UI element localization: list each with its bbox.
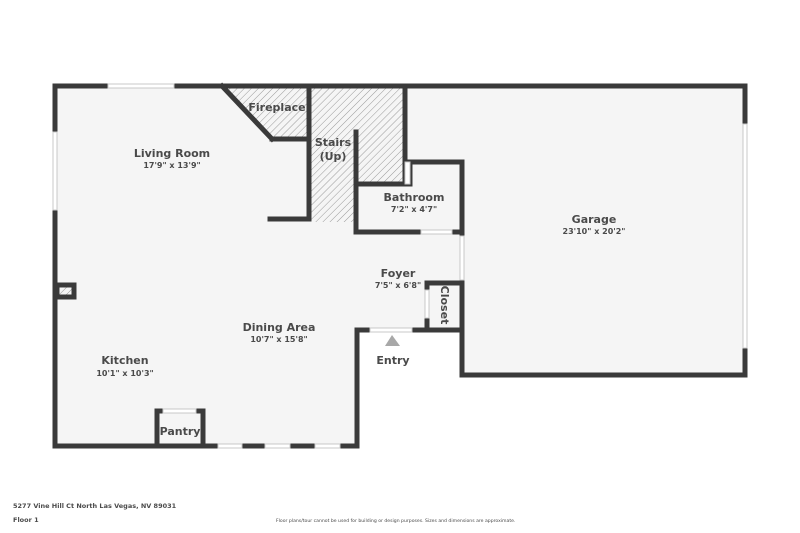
bathroom-label: Bathroom <box>384 191 445 204</box>
living-room-dims: 17'9" x 13'9" <box>143 161 200 170</box>
stairs-label: Stairs <box>315 136 352 149</box>
living-room-label: Living Room <box>134 147 210 160</box>
window-bottom-1 <box>217 443 243 449</box>
foyer-door <box>459 235 465 281</box>
walls <box>52 82 748 449</box>
entry-label: Entry <box>376 354 409 367</box>
kitchen-dims: 10'1" x 10'3" <box>96 369 153 378</box>
closet-label: Closet <box>438 286 451 325</box>
garage-door <box>742 123 748 349</box>
pantry-label: Pantry <box>160 425 201 438</box>
windows <box>52 83 748 449</box>
property-address: 5277 Vine Hill Ct North Las Vegas, NV 89… <box>13 502 177 510</box>
foyer-dims: 7'5" x 6'8" <box>375 281 421 290</box>
pantry-door <box>162 408 197 414</box>
bath-vent <box>404 161 411 185</box>
dining-area-dims: 10'7" x 15'8" <box>250 335 307 344</box>
entry-door <box>369 327 413 333</box>
garage-label: Garage <box>572 213 617 226</box>
foyer-label: Foyer <box>381 267 416 280</box>
stairs-sublabel: (Up) <box>320 150 347 163</box>
garage-dims: 23'10" x 20'2" <box>563 227 626 236</box>
entry-arrow-icon <box>385 335 400 346</box>
fireplace-hatch <box>222 88 309 138</box>
fireplace-label: Fireplace <box>248 101 305 114</box>
bath-door <box>420 229 453 235</box>
stairs-upper-hatch <box>356 88 405 184</box>
bathroom-dims: 7'2" x 4'7" <box>391 205 437 214</box>
disclaimer: Floor plans/tour cannot be used for buil… <box>276 519 516 524</box>
floor-label: Floor 1 <box>13 516 39 524</box>
stairs-hatch <box>311 88 356 222</box>
window-top <box>107 83 175 89</box>
kitchen-label: Kitchen <box>101 354 148 367</box>
window-bottom-3 <box>314 443 341 449</box>
closet-door <box>424 289 430 319</box>
window-bottom-2 <box>264 443 291 449</box>
window-left <box>52 131 58 211</box>
kitchen-column-hatch <box>58 286 72 296</box>
dining-area-label: Dining Area <box>243 321 316 334</box>
